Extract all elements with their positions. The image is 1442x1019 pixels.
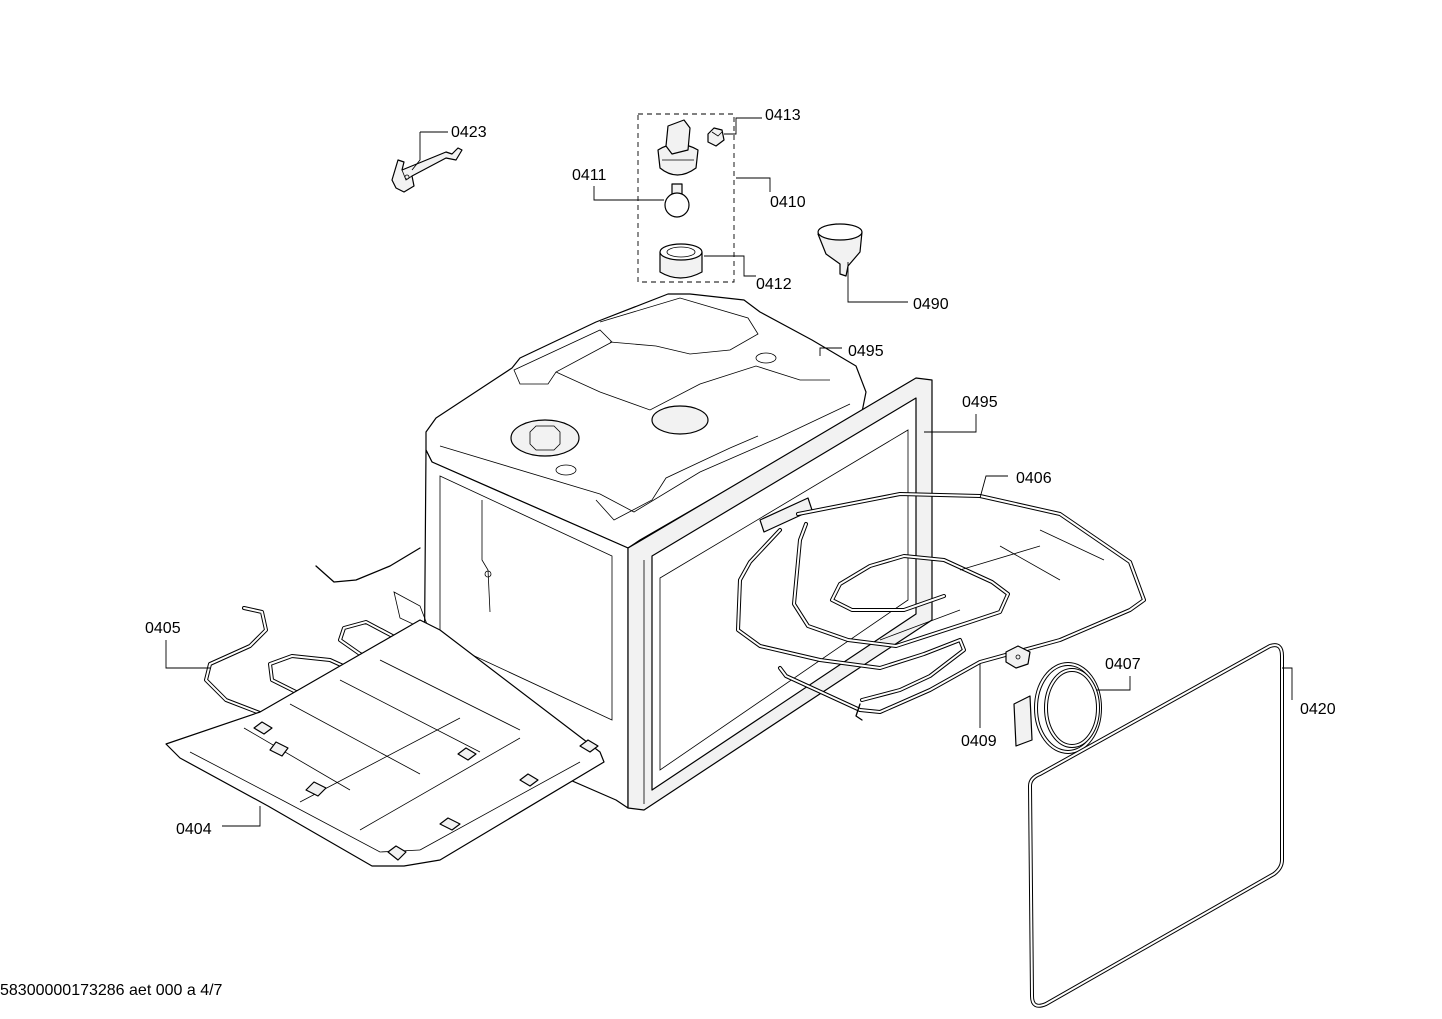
top-fan-plate — [510, 352, 777, 476]
ring-heating-element-part-0407[interactable] — [1013, 662, 1102, 754]
lamp-cover-part-0490[interactable] — [817, 223, 863, 277]
label-0420: 0420 — [1300, 701, 1336, 718]
label-0407: 0407 — [1105, 656, 1141, 673]
bottom-heating-element-part-0405[interactable] — [204, 606, 502, 774]
bracket-part-0423[interactable] — [391, 147, 463, 193]
heater-wire-harness — [315, 547, 431, 633]
lamp-assembly-0410[interactable] — [637, 113, 735, 283]
label-0412: 0412 — [756, 276, 792, 293]
label-0413: 0413 — [765, 107, 801, 124]
label-0495-frame: 0495 — [962, 394, 998, 411]
label-0409: 0409 — [961, 733, 997, 750]
label-0490: 0490 — [913, 296, 949, 313]
grill-heating-element-part-0406[interactable] — [736, 492, 1146, 721]
label-0406: 0406 — [1016, 470, 1052, 487]
label-0410: 0410 — [770, 194, 806, 211]
label-0405: 0405 — [145, 620, 181, 637]
lamp-socket-part-0413[interactable] — [707, 127, 725, 147]
lamp-glass-cover-part-0412[interactable] — [659, 243, 703, 279]
label-0404: 0404 — [176, 821, 212, 838]
door-gasket-part-0420[interactable] — [1028, 643, 1284, 1008]
clip-part-0409[interactable] — [1005, 645, 1031, 669]
bottom-cover-plate-part-0404[interactable] — [165, 619, 605, 867]
label-0411: 0411 — [572, 167, 607, 184]
drawing-reference-footer: 58300000173286 aet 000 a 4/7 — [0, 982, 223, 999]
label-0495-top: 0495 — [848, 343, 884, 360]
oven-muffle-part-0495[interactable] — [423, 293, 933, 811]
label-0423: 0423 — [451, 124, 487, 141]
leader-lines — [165, 117, 1293, 827]
lamp-holder[interactable] — [657, 119, 699, 176]
lamp-bulb-part-0411[interactable] — [664, 183, 690, 218]
